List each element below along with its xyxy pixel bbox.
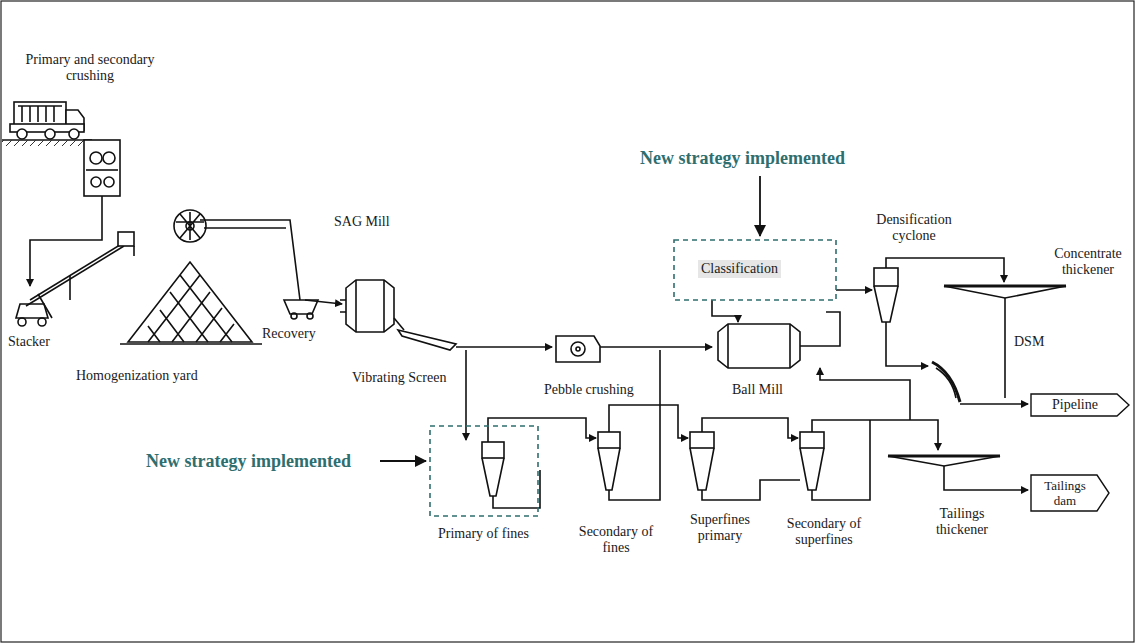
node-text: Classification (698, 260, 781, 278)
equipment-label: Pebble crushing (544, 382, 634, 398)
equipment-label: Tailings thickener (922, 506, 1002, 538)
equipment-label: Secondary of superfines (766, 516, 882, 548)
strategy-note: New strategy implemented (146, 451, 351, 471)
equipment-label: Stacker (8, 334, 50, 350)
equipment-label: Densification cyclone (862, 212, 966, 244)
equipment-label: DSM (1014, 334, 1044, 350)
node-text: Pipeline (1030, 394, 1130, 416)
equipment-label: Vibrating Screen (352, 370, 446, 386)
equipment-label: Ball Mill (732, 382, 783, 398)
equipment-label: Concentrate thickener (1046, 246, 1130, 278)
node-text: Tailings dam (1030, 475, 1110, 511)
equipment-label: Recovery (262, 326, 316, 342)
equipment-label: Secondary of fines (568, 524, 664, 556)
equipment-label: Superfines primary (680, 512, 760, 544)
strategy-note: New strategy implemented (640, 148, 845, 168)
classification-stage: Classification (674, 240, 836, 300)
outlet-arrow: Tailings dam (1030, 474, 1110, 512)
equipment-label: Primary of fines (438, 526, 529, 542)
equipment-label: Primary and secondary crushing (8, 52, 172, 84)
equipment-label: SAG Mill (334, 214, 390, 230)
equipment-label: Homogenization yard (76, 368, 198, 384)
outlet-arrow: Pipeline (1030, 393, 1130, 417)
